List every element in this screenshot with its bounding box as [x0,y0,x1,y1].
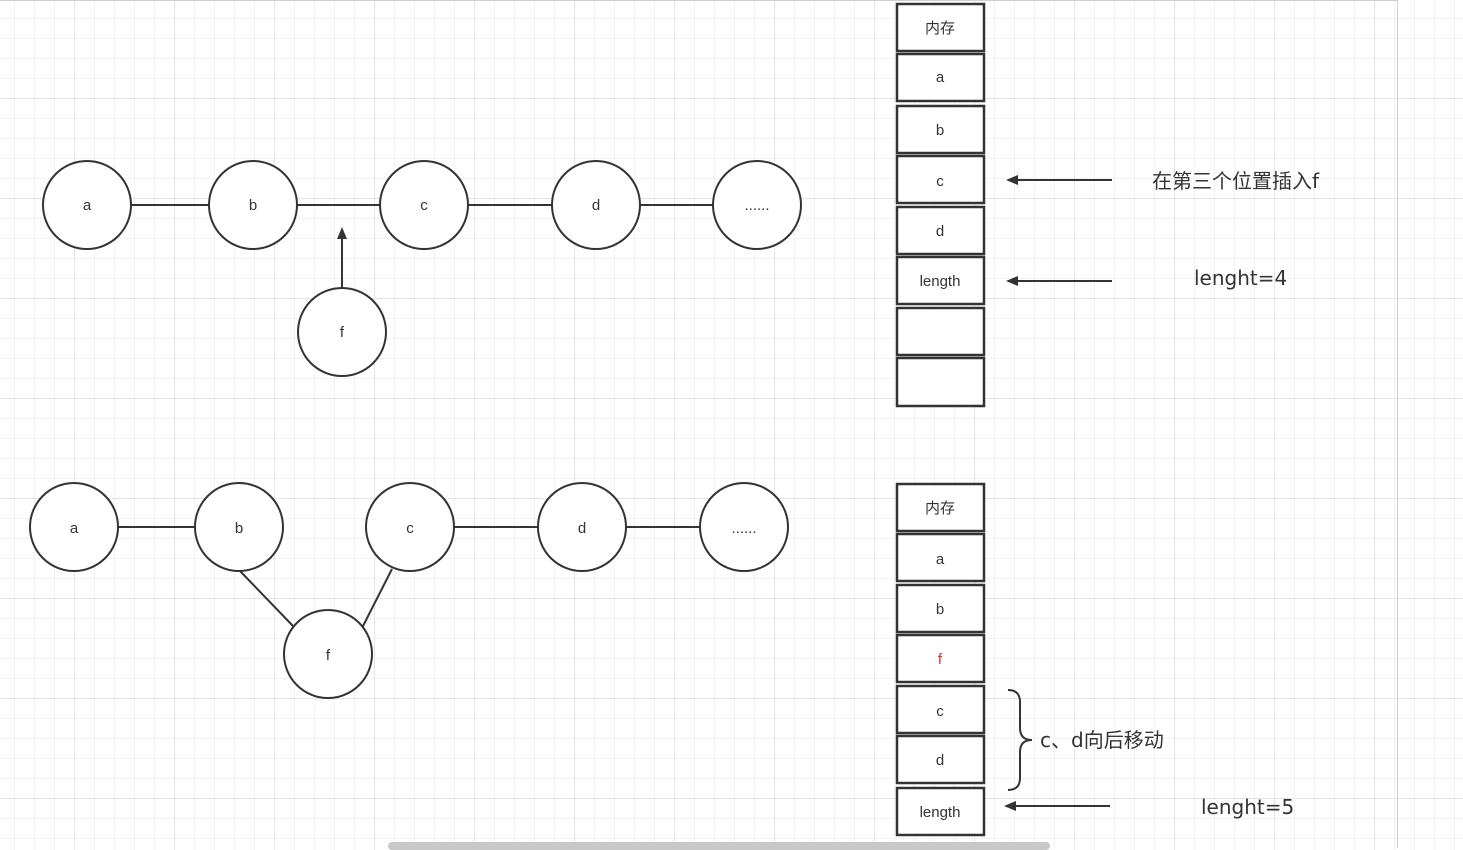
memory-cell: b [895,583,986,634]
memory-cell-label: length [920,273,961,290]
memory-cell-label: c [936,173,944,190]
memory-cell-label: c [936,703,944,720]
note-move: c、d向后移动 [1040,728,1164,752]
canvas-right-border [1397,0,1398,848]
memory-cell-label: length [920,804,961,821]
memory-cell: d [895,205,986,256]
list-node: c [379,160,469,250]
memory-cell-label: b [936,601,944,618]
note-insert-position: 在第三个位置插入f [1152,169,1320,193]
memory-cell-label: b [936,122,944,139]
edge-b-f [239,570,294,627]
list-node: a [42,160,132,250]
list-node: a [29,482,119,572]
memory-cell-label: 内存 [925,20,955,37]
memory-cell-label: d [936,223,944,240]
memory-cell-label: f [938,651,943,668]
node-label: c [420,197,428,214]
memory-cell-label: 内存 [925,500,955,517]
list-node: d [551,160,641,250]
memory-cell: d [895,734,986,785]
list-node: d [537,482,627,572]
inserted-node: f [283,609,373,699]
list-node: c [365,482,455,572]
memory-cell: length [895,786,986,837]
node-label: d [592,197,600,214]
node-label: d [578,520,586,537]
node-label: f [340,324,345,341]
brace-icon [1007,689,1033,791]
memory-cell-label: d [936,752,944,769]
memory-cell-label: a [936,69,945,86]
memory-cell: b [895,104,986,155]
note-length: lenght=5 [1201,795,1294,819]
top-memory-column: 内存 a b c d length [895,2,986,408]
list-node: ...... [699,482,789,572]
inserted-node: f [297,287,387,377]
list-node: b [194,482,284,572]
node-label: ...... [731,520,756,537]
node-label: a [83,197,92,214]
note-length: lenght=4 [1194,266,1287,290]
bottom-linked-list: a b c d ...... f [29,482,789,699]
memory-cell: 内存 [895,2,986,53]
memory-cell: 内存 [895,482,986,533]
top-linked-list: a b c d ...... f [42,160,802,377]
edge-f-c [361,568,393,629]
memory-cell-label: a [936,551,945,568]
node-label: b [249,197,257,214]
memory-cell [895,356,986,408]
memory-cell: a [895,52,986,103]
node-label: ...... [744,197,769,214]
list-node: b [208,160,298,250]
memory-cell: c [895,684,986,735]
memory-cell [895,306,986,357]
horizontal-scrollbar[interactable] [388,842,1050,850]
node-label: f [326,647,331,664]
canvas-top-border [0,0,1397,1]
node-label: b [235,520,243,537]
list-node: ...... [712,160,802,250]
bottom-memory-column: 内存 a b f c d length [895,482,986,837]
memory-cell: c [895,154,986,205]
memory-cell: length [895,255,986,306]
node-label: c [406,520,414,537]
node-label: a [70,520,79,537]
memory-cell-inserted: f [895,633,986,684]
memory-cell: a [895,532,986,583]
